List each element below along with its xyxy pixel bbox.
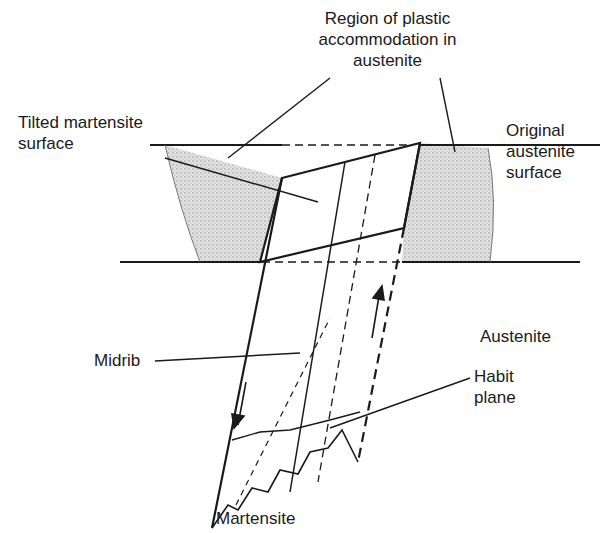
shear-arrows (232, 286, 384, 428)
original-surface-label: Original austenite surface (506, 120, 606, 183)
leader-lines (155, 78, 470, 428)
midrib-label: Midrib (94, 350, 174, 371)
austenite-label: Austenite (480, 326, 590, 347)
plastic-zone (165, 143, 494, 262)
tilted-surface-label: Tilted martensite surface (18, 112, 168, 154)
region-label: Region of plastic accommodation in auste… (300, 8, 475, 71)
martensite-label: Martensite (216, 508, 356, 529)
habit-plane-label: Habit plane (474, 366, 544, 408)
